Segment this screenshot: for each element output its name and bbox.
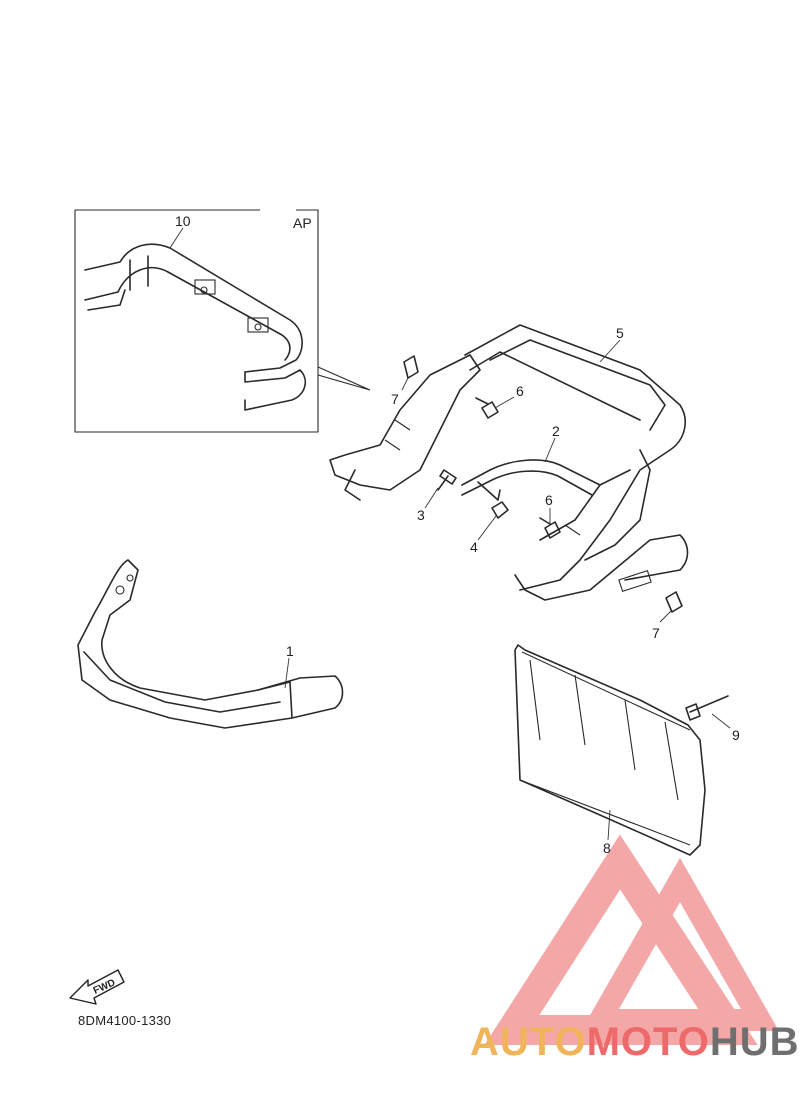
callout-7b: 7 — [652, 625, 660, 641]
brand-moto: MOTO — [586, 1020, 710, 1064]
callout-2: 2 — [552, 423, 560, 439]
part-1-front-bumper — [77, 559, 344, 729]
callout-10: 10 — [175, 213, 191, 229]
callout-9: 9 — [732, 727, 740, 743]
callout-3: 3 — [417, 507, 425, 523]
inset-box — [74, 209, 371, 433]
fwd-label: FWD — [92, 977, 117, 996]
callout-4: 4 — [470, 539, 478, 555]
part-code: 8DM4100-1330 — [78, 1013, 172, 1028]
brand-hub: HUB — [709, 1020, 800, 1064]
inset-label: AP — [293, 215, 312, 231]
fastener-4-nut — [491, 501, 509, 519]
callout-6a: 6 — [516, 383, 524, 399]
callout-5: 5 — [616, 325, 624, 341]
fastener-6b-bolt — [539, 517, 561, 539]
fwd-arrow-icon: FWD — [69, 969, 125, 1005]
brand-auto: AUTO — [470, 1020, 587, 1064]
callout-1: 1 — [286, 643, 294, 659]
watermark-logo — [484, 834, 779, 1045]
part-10-rack — [84, 243, 307, 411]
watermark-brand: AUTOMOTOHUB — [470, 1020, 800, 1065]
callout-6b: 6 — [545, 492, 553, 508]
callout-8: 8 — [603, 840, 611, 856]
fastener-9-rivet — [685, 695, 729, 721]
part-5-rear-rack — [329, 324, 689, 601]
part-2-bracket — [461, 459, 601, 501]
fastener-6a-bolt — [475, 397, 499, 419]
part-8-mud-flap — [514, 644, 706, 856]
fastener-7b-clip — [665, 591, 683, 613]
fastener-3-bolt — [437, 469, 457, 491]
leader-lines — [169, 227, 731, 841]
callout-7a: 7 — [391, 391, 399, 407]
fastener-7a-clip — [403, 355, 419, 379]
